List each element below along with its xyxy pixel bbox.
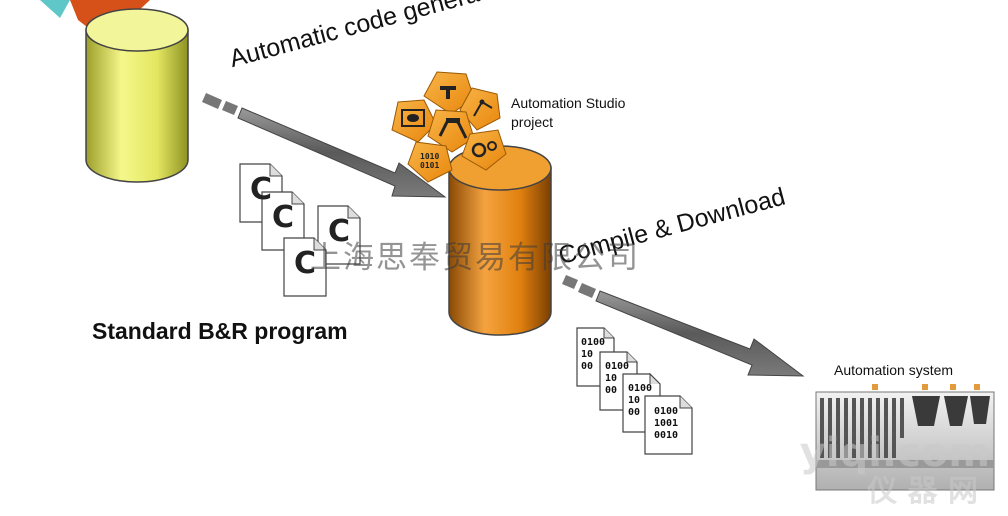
c-glyph: C: [250, 172, 273, 207]
binary-line: 0100: [605, 361, 630, 372]
automation-system-label: Automation system: [834, 362, 954, 378]
site-watermark-cn: 仪 器 网: [867, 474, 978, 509]
binary-icon: 1010 0101: [407, 141, 453, 183]
binary-document: [644, 395, 693, 455]
motion-icon: [427, 109, 475, 153]
binary-line: 0100: [581, 337, 606, 348]
svg-text:0101: 0101: [420, 161, 439, 170]
gears-icon: [461, 129, 507, 171]
site-watermark: yiqi.com: [799, 430, 990, 476]
c-document: [317, 205, 361, 265]
as-project-line2: project: [511, 114, 554, 130]
automation-studio-icon-cluster: 1010 0101: [391, 71, 507, 183]
binary-text: 0100 10 00: [605, 361, 629, 397]
binary-line: 1001: [654, 418, 679, 429]
binary-text: 0100 10 00: [628, 383, 652, 419]
binary-line: 0010: [654, 430, 679, 441]
binary-line: 0100: [654, 406, 679, 417]
compile-download-arrow: [562, 275, 805, 377]
c-source-documents: [239, 163, 361, 297]
binary-line: 0100: [628, 383, 653, 394]
standard-program-label: Standard B&R program: [92, 318, 348, 344]
binary-line: 00: [605, 385, 618, 396]
c-glyph: C: [328, 214, 351, 249]
source-model-database: [85, 8, 189, 183]
binary-line: 00: [581, 361, 594, 372]
automation-studio-project-label: Automation Studio project: [511, 94, 625, 132]
company-watermark: 上海思奉贸易有限公司: [310, 240, 640, 276]
automation-studio-project-database: [448, 145, 552, 336]
binary-line: 00: [628, 407, 641, 418]
c-document: [283, 237, 327, 297]
binary-text: 0100 1001 0010: [654, 406, 678, 442]
binary-text: 0100 10 00: [581, 337, 605, 373]
binary-line: 10: [581, 349, 594, 360]
as-project-line1: Automation Studio: [511, 95, 626, 111]
binary-line: 10: [605, 373, 618, 384]
svg-text:1010: 1010: [420, 152, 439, 161]
binary-documents: [576, 327, 693, 455]
c-document: [261, 191, 305, 251]
code-generation-arrow: [202, 93, 447, 198]
c-glyph: C: [294, 246, 317, 281]
binary-line: 10: [628, 395, 641, 406]
hmi-eye-icon: [391, 99, 437, 143]
c-glyph: C: [272, 200, 295, 235]
robot-arm-icon: [459, 87, 501, 131]
automation-system-hardware-icon: [815, 384, 995, 491]
